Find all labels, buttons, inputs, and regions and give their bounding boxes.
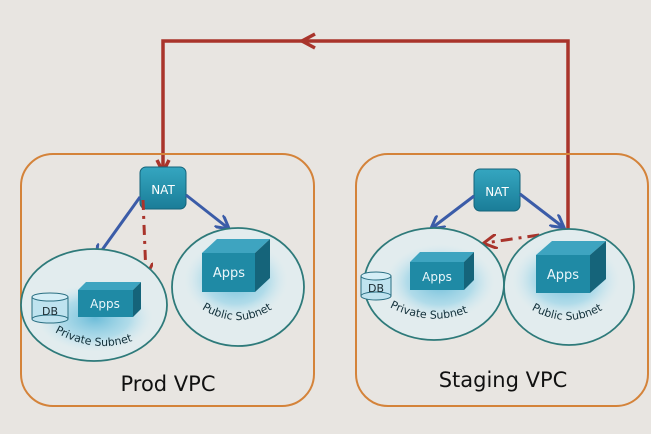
nat-to-private-arrow	[432, 194, 475, 228]
apps-box[interactable]: Apps	[78, 282, 141, 317]
db-cylinder[interactable]: DB	[31, 292, 69, 324]
apps-label: Apps	[213, 266, 245, 281]
vpc-title: Prod VPC	[120, 372, 215, 396]
db-cylinder[interactable]: DB	[360, 271, 392, 301]
prod-vpc: NAT Apps DB Private Subnet	[20, 153, 315, 407]
nat-to-public-arrow	[519, 192, 563, 227]
apps-box[interactable]: Apps	[202, 239, 270, 292]
nat-label: NAT	[485, 185, 509, 199]
public-subnet[interactable]: Apps Public Subnet	[171, 227, 305, 347]
apps-box[interactable]: Apps	[410, 252, 474, 290]
staging-vpc: NAT Apps DB Private Subnet	[355, 153, 649, 407]
db-label: DB	[368, 282, 384, 295]
db-label: DB	[42, 305, 58, 318]
nat-gateway[interactable]: NAT	[473, 168, 521, 212]
route-line	[161, 39, 570, 230]
route-arrow-left-icon	[298, 32, 316, 50]
private-subnet[interactable]: Apps DB Private Subnet	[20, 248, 168, 362]
apps-label: Apps	[422, 270, 452, 284]
private-subnet[interactable]: Apps DB Private Subnet	[360, 227, 505, 341]
apps-label: Apps	[547, 268, 579, 283]
apps-box[interactable]: Apps	[536, 241, 606, 293]
nat-to-private-arrow	[97, 196, 142, 257]
vpc-boundary	[20, 153, 315, 407]
apps-label: Apps	[90, 297, 120, 311]
public-subnet[interactable]: Apps Public Subnet	[503, 228, 635, 346]
nat-to-public-arrow	[185, 193, 228, 228]
nat-gateway[interactable]: NAT	[139, 166, 187, 210]
nat-label: NAT	[151, 183, 175, 197]
vpc-boundary	[355, 153, 649, 407]
vpc-title: Staging VPC	[439, 368, 568, 392]
